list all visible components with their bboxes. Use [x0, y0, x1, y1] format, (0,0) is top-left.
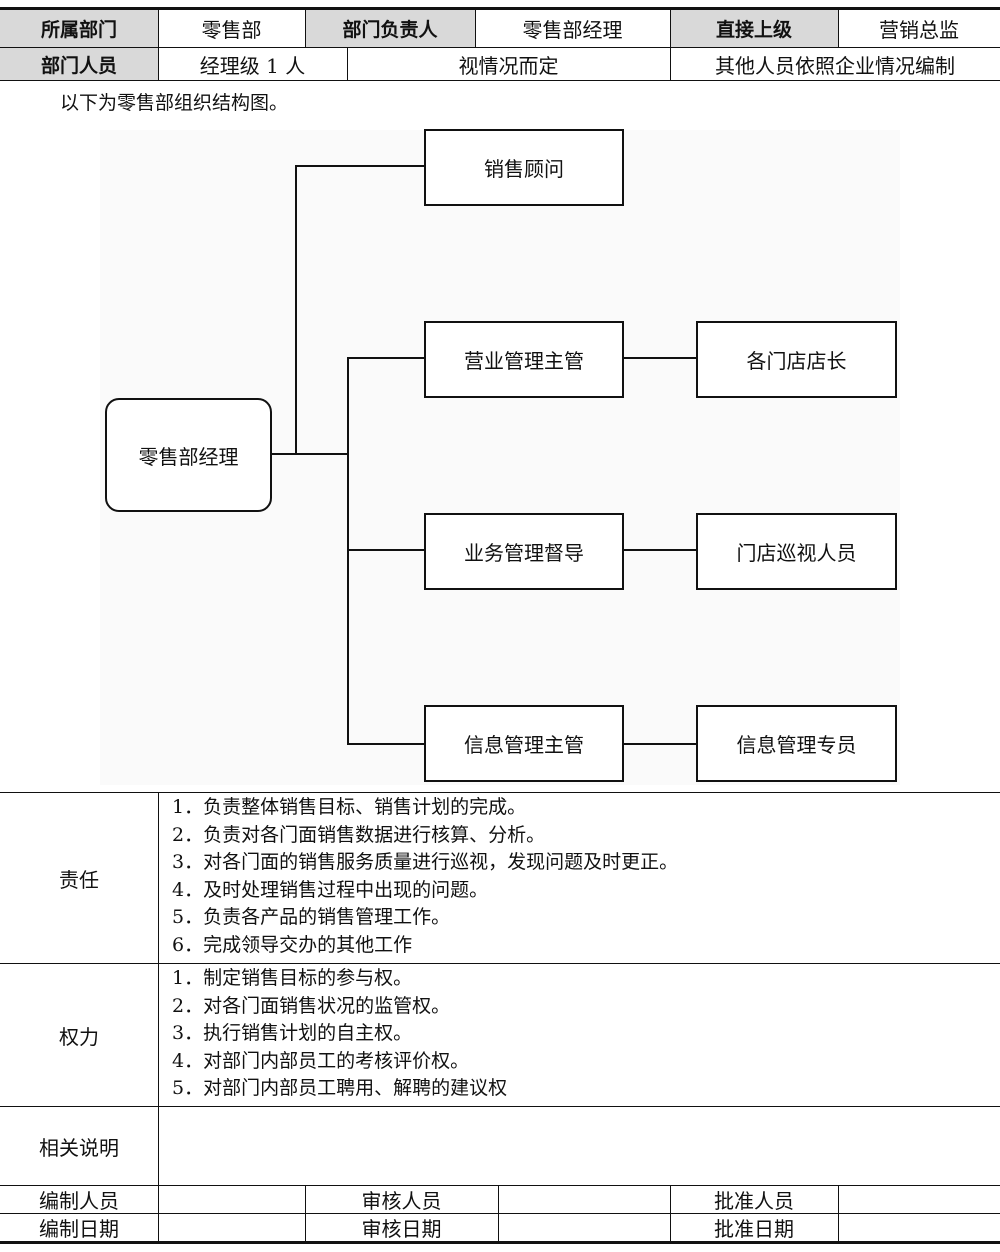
- responsibilities-list: 1．负责整体销售目标、销售计划的完成。 2．负责对各门面销售数据进行核算、分析。…: [172, 794, 678, 959]
- authority-list: 1．制定销售目标的参与权。 2．对各门面销售状况的监管权。 3．执行销售计划的自…: [172, 965, 507, 1103]
- notes-label: 相关说明: [39, 1135, 119, 1160]
- org-chart: 零售部经理 销售顾问 营业管理主管 各门店店长 业务管理督导 门店巡视人员 信息…: [0, 125, 1000, 790]
- child-connector: [623, 743, 698, 745]
- approve-date-label: 批准日期: [714, 1217, 794, 1241]
- list-item: 6．完成领导交办的其他工作: [172, 933, 413, 956]
- list-item: 5．对部门内部员工聘用、解聘的建议权: [172, 1077, 508, 1099]
- shade: [0, 10, 158, 47]
- list-item: 3．执行销售计划的自主权。: [172, 1022, 413, 1044]
- row-divider: [0, 1213, 1000, 1214]
- org-node-branch: 营业管理主管: [424, 321, 624, 398]
- staff-note: 视情况而定: [458, 53, 559, 78]
- org-node-branch: 销售顾问: [424, 129, 624, 206]
- list-item: 5．负责各产品的销售管理工作。: [172, 906, 451, 928]
- list-item: 4．对部门内部员工的考核评价权。: [172, 1049, 470, 1072]
- org-node-branch: 信息管理主管: [424, 705, 624, 782]
- row-divider: [0, 1106, 1000, 1107]
- bottom-rule: [0, 1241, 1000, 1244]
- col-divider: [475, 10, 476, 47]
- reviewer-label: 审核人员: [361, 1189, 442, 1213]
- authority-label: 权力: [59, 1024, 99, 1049]
- row-divider: [0, 792, 1000, 793]
- dept-label: 所属部门: [40, 19, 117, 41]
- col-divider: [670, 1185, 671, 1241]
- responsibilities-label: 责任: [59, 867, 99, 892]
- col-divider: [305, 1185, 306, 1241]
- staff-other: 其他人员依照企业情况编制: [715, 53, 955, 78]
- superior-label: 直接上级: [715, 19, 792, 41]
- shade: [305, 10, 475, 47]
- compile-date-label: 编制日期: [39, 1217, 119, 1241]
- branch-connector: [347, 549, 425, 551]
- col-divider: [158, 1185, 159, 1241]
- trunk-lower: [347, 357, 349, 745]
- head-value: 零售部经理: [522, 18, 623, 42]
- org-node-branch: 业务管理督导: [424, 513, 624, 590]
- root-connector: [270, 453, 347, 455]
- col-divider: [158, 10, 159, 80]
- row-divider: [0, 963, 1000, 964]
- col-divider: [158, 792, 159, 1185]
- list-item: 3．对各门面的销售服务质量进行巡视，发现问题及时更正。: [172, 851, 679, 873]
- col-divider: [305, 10, 306, 47]
- child-connector: [623, 549, 698, 551]
- shade: [0, 48, 158, 80]
- row-divider: [0, 1185, 1000, 1186]
- branch-connector: [295, 165, 425, 167]
- dept-value: 零售部: [201, 18, 262, 42]
- compiler-label: 编制人员: [39, 1189, 119, 1213]
- branch-connector: [347, 357, 425, 359]
- col-divider: [347, 47, 348, 80]
- col-divider: [838, 10, 839, 47]
- child-connector: [623, 357, 698, 359]
- head-label: 部门负责人: [342, 19, 438, 41]
- shade: [670, 10, 838, 47]
- list-item: 1．制定销售目标的参与权。: [172, 967, 413, 989]
- top-rule: [0, 7, 1000, 10]
- col-divider: [498, 1185, 499, 1241]
- approver-label: 批准人员: [714, 1189, 794, 1213]
- row-divider: [0, 80, 1000, 81]
- list-item: 2．负责对各门面销售数据进行核算、分析。: [172, 823, 546, 846]
- intro-text: 以下为零售部组织结构图。: [60, 92, 289, 114]
- trunk-upper: [295, 165, 297, 455]
- org-node-child: 信息管理专员: [696, 705, 897, 782]
- list-item: 2．对各门面销售状况的监管权。: [172, 994, 451, 1017]
- org-node-child: 门店巡视人员: [696, 513, 897, 590]
- review-date-label: 审核日期: [361, 1217, 442, 1241]
- org-node-root: 零售部经理: [105, 398, 272, 512]
- list-item: 4．及时处理销售过程中出现的问题。: [172, 878, 489, 901]
- col-divider: [838, 1185, 839, 1241]
- col-divider: [670, 10, 671, 80]
- superior-value: 营销总监: [879, 18, 959, 42]
- org-node-child: 各门店店长: [696, 321, 897, 398]
- staff-value: 经理级 1 人: [199, 53, 306, 78]
- list-item: 1．负责整体销售目标、销售计划的完成。: [172, 796, 527, 818]
- row-divider: [0, 47, 1000, 48]
- branch-connector: [347, 743, 425, 745]
- staff-label: 部门人员: [40, 54, 117, 77]
